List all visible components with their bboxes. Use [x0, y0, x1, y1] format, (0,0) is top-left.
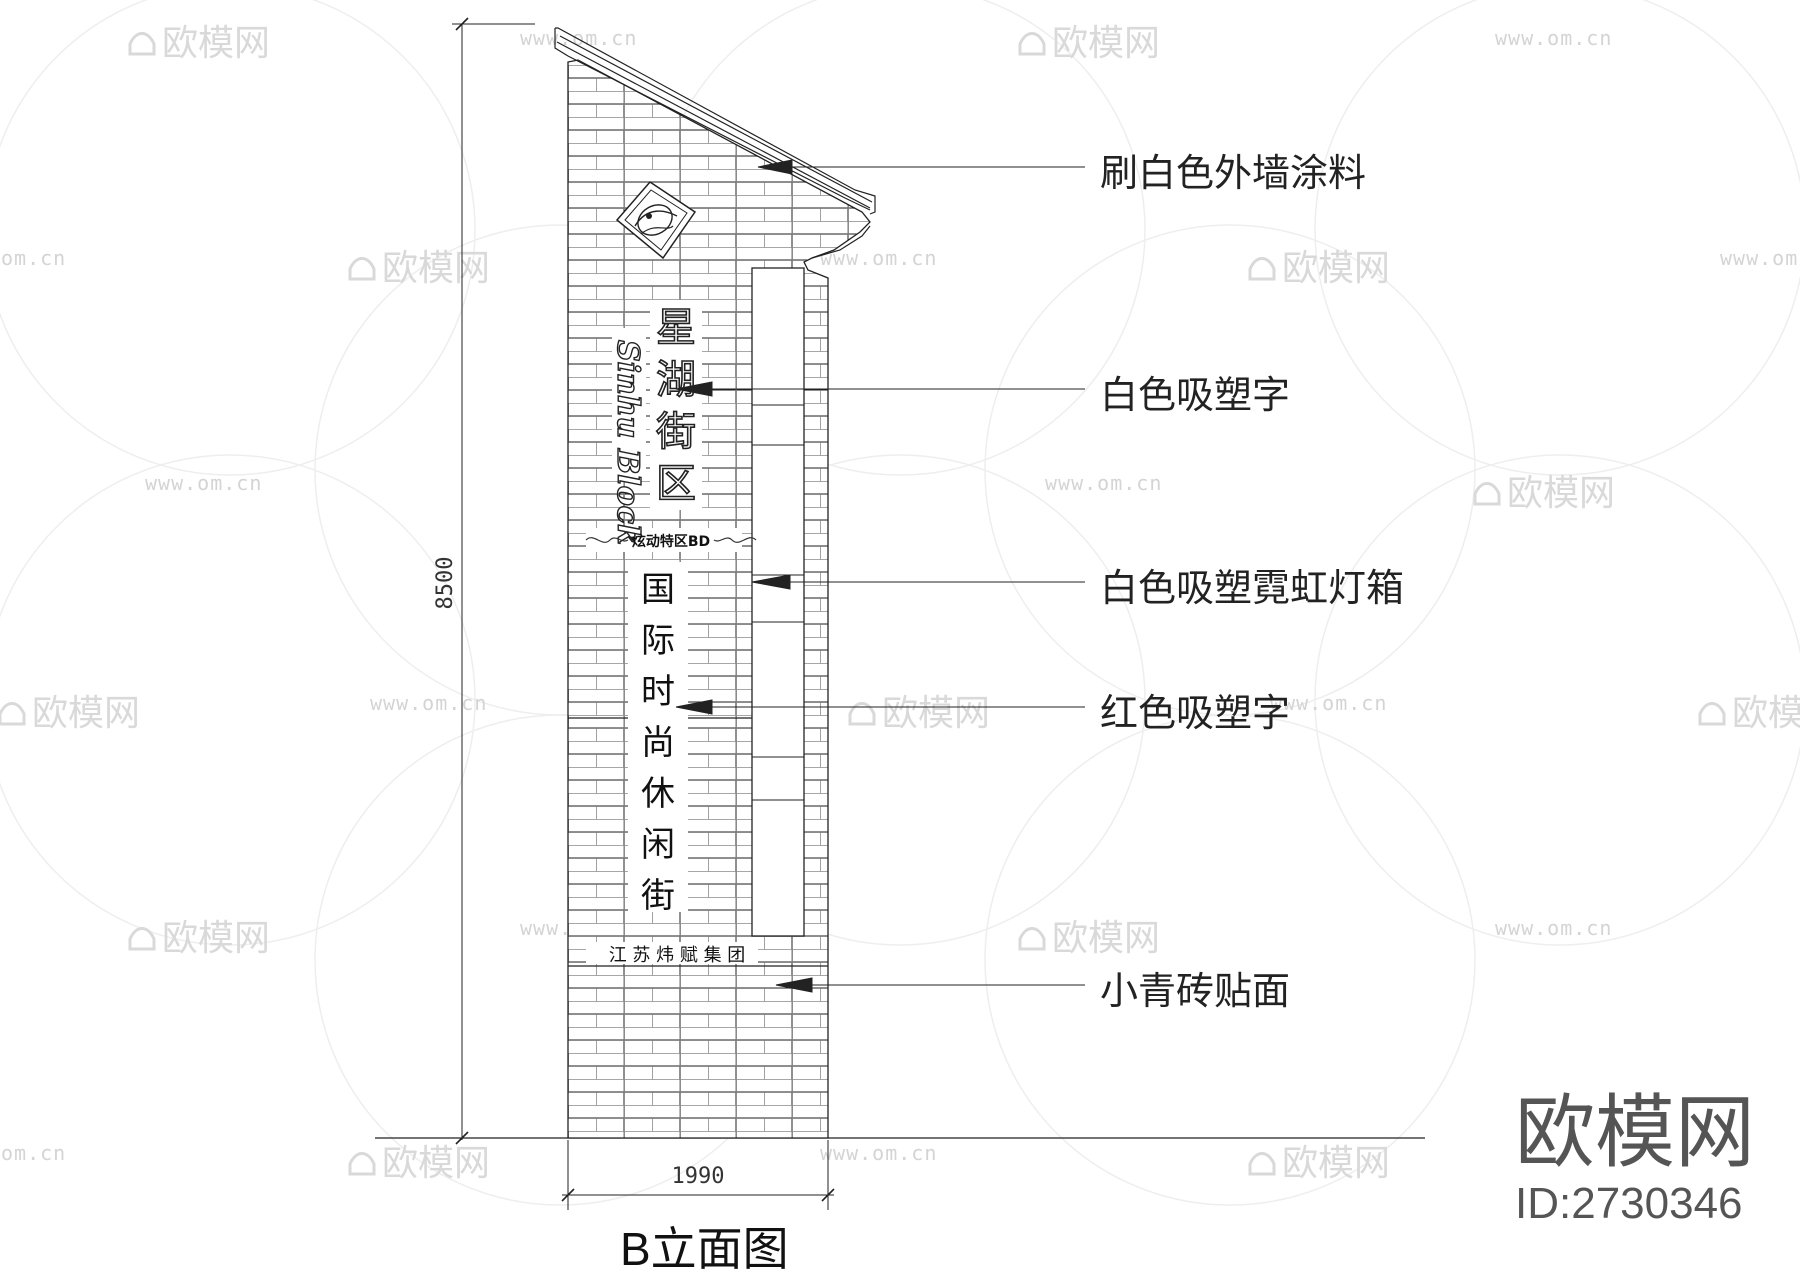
watermark-brand: 欧模网 — [1052, 918, 1160, 959]
watermark-url: om.cn — [1, 1141, 66, 1165]
watermark-brand: 欧模网 — [382, 1143, 490, 1184]
elevation-structure — [375, 27, 1425, 1139]
watermark-url: www.om.cn — [145, 471, 262, 495]
sign-vertical-char: 闲 — [641, 825, 675, 865]
height-dimension-label: 8500 — [433, 557, 458, 610]
callout-label: 白色吸塑霓虹灯箱 — [1100, 566, 1404, 610]
watermark-pattern: 欧模网欧模网欧模网欧模网欧模网欧模网欧模网欧模网欧模网欧模网欧模网欧模网欧模网w… — [0, 0, 1800, 1206]
width-dimension — [561, 1140, 835, 1210]
sign-slogan: 炫动特区BD — [632, 533, 710, 550]
watermark-brand: 欧模网 — [1282, 248, 1390, 289]
watermark-url: www.om.cn — [820, 246, 937, 270]
watermark-url: www.om.cn — [1045, 471, 1162, 495]
watermark-sofa-icon — [1248, 257, 1276, 281]
watermark-brand: 欧模网 — [382, 248, 490, 289]
sign-name: 星 湖 街 区 — [655, 304, 697, 508]
watermark-brand-large: 欧模网 — [1515, 1086, 1755, 1179]
watermark-sofa-icon — [1698, 702, 1726, 726]
height-dimension — [452, 17, 540, 1145]
sign-vertical-char: 街 — [641, 876, 675, 916]
watermark-url: www.om.cn — [370, 691, 487, 715]
sign-vertical-char: 际 — [641, 621, 675, 661]
watermark-sofa-icon — [1248, 1152, 1276, 1176]
watermark-url: www.om.cn — [1495, 26, 1612, 50]
roof-cap — [554, 27, 876, 259]
watermark-brand: 欧模网 — [882, 693, 990, 734]
watermark-brand: 欧模网 — [1282, 1143, 1390, 1184]
width-dimension-label: 1990 — [672, 1164, 725, 1189]
neon-lightbox — [751, 267, 805, 937]
watermark-sofa-icon — [128, 927, 156, 951]
watermark-sofa-icon — [848, 702, 876, 726]
watermark-sofa-icon — [1473, 482, 1501, 506]
watermark-arc — [1314, 454, 1800, 946]
watermark-url: om.cn — [1, 246, 66, 270]
callout-label: 刷白色外墙涂料 — [1100, 151, 1366, 195]
watermark-url: www.om.cn — [820, 1141, 937, 1165]
sign-vertical-char: 时 — [641, 672, 675, 712]
sign-english-script: Sinhu Block — [610, 340, 645, 545]
sign-name-char: 街 — [656, 409, 696, 455]
sign-name-char: 星 — [656, 305, 696, 351]
sign-vertical-char: 国 — [641, 570, 675, 610]
watermark-sofa-icon — [348, 1152, 376, 1176]
watermark-brand: 欧模网 — [1732, 693, 1800, 734]
sign-name-char: 区 — [656, 461, 696, 507]
watermark-url: www.om.cn — [1270, 691, 1387, 715]
sign-vertical-char: 尚 — [641, 723, 675, 763]
callout-label: 小青砖贴面 — [1100, 969, 1290, 1013]
sign-company: 江 苏 炜 赋 集 团 — [609, 945, 746, 966]
watermark-sofa-icon — [1018, 927, 1046, 951]
watermark-url: www.om.cn — [1495, 916, 1612, 940]
watermark-brand: 欧模网 — [162, 918, 270, 959]
sign-vertical-char: 休 — [641, 774, 675, 814]
drawing-title: B立面图 — [620, 1223, 789, 1275]
watermark-sofa-icon — [1018, 32, 1046, 56]
slogan-ornament — [585, 537, 757, 543]
watermark-arc — [1314, 0, 1800, 476]
watermark-arc — [984, 224, 1476, 716]
watermark-brand: 欧模网 — [32, 693, 140, 734]
callout-leaders — [675, 159, 1085, 993]
tower-wall — [567, 59, 871, 1139]
watermark-brand: 欧模网 — [1052, 23, 1160, 64]
watermark-sofa-icon — [348, 257, 376, 281]
callout-label: 白色吸塑字 — [1100, 373, 1290, 417]
watermark-arc — [984, 714, 1476, 1206]
watermark-sofa-icon — [128, 32, 156, 56]
sign-name-char: 湖 — [656, 357, 696, 403]
callout-label: 红色吸塑字 — [1100, 691, 1290, 735]
watermark-sofa-icon — [0, 702, 26, 726]
watermark-id: ID:2730346 — [1515, 1179, 1743, 1228]
watermark-url: www.om.cn — [1720, 246, 1800, 270]
watermark-arc — [0, 0, 476, 476]
watermark-brand: 欧模网 — [1507, 473, 1615, 514]
watermark-brand: 欧模网 — [162, 23, 270, 64]
logo-emblem-icon — [615, 181, 697, 260]
sign-vertical-text: 国 际 时 尚 休 闲 街 — [641, 570, 675, 916]
